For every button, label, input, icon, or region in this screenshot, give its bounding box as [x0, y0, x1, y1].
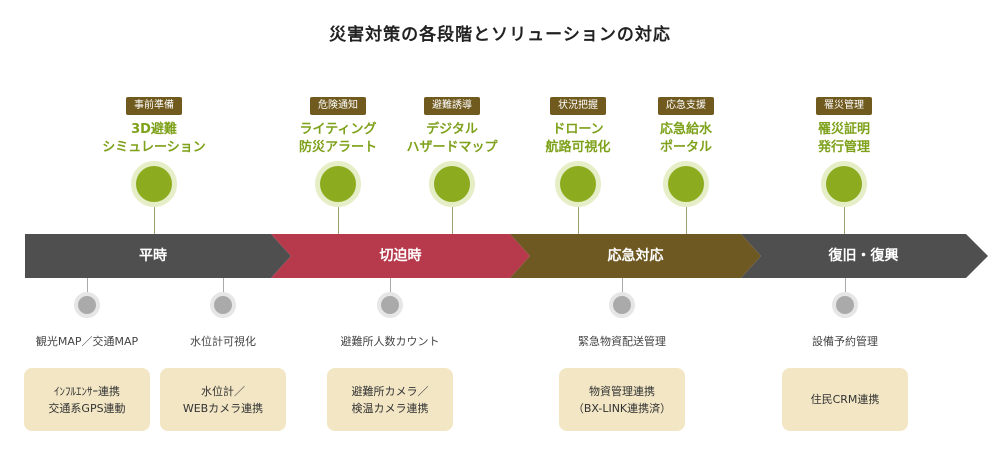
connector-line	[338, 207, 339, 234]
solution-disaster-certificate: 罹災管理 罹災証明 発行管理	[794, 97, 894, 237]
feature-node-icon	[832, 292, 858, 318]
feature-node-icon	[609, 292, 635, 318]
solution-3d-evacuation: 事前準備 3D避難 シミュレーション	[102, 97, 206, 237]
solution-lighting-alert: 危険通知 ライティング 防災アラート	[288, 97, 388, 237]
diagram-title: 災害対策の各段階とソリューションの対応	[329, 25, 671, 45]
phase-arrow-response	[510, 234, 761, 278]
connector-line	[390, 278, 391, 292]
feature-label: 避難所人数カウント	[340, 335, 440, 348]
solution-node-icon	[821, 161, 867, 207]
feature-supply-delivery: 緊急物資配送管理 物資管理連携 （BX-LINK連携済）	[542, 278, 702, 433]
phase-arrow-recovery	[741, 234, 988, 278]
solution-tag: 危険通知	[310, 97, 366, 115]
feature-integration-box: 避難所カメラ／ 検温カメラ連携	[327, 368, 453, 431]
feature-label: 設備予約管理	[812, 335, 878, 348]
phase-arrow-emergency	[271, 234, 530, 278]
phase-label-normal: 平時	[139, 248, 167, 264]
solution-hazard-map: 避難誘導 デジタル ハザードマップ	[402, 97, 502, 237]
connector-line	[223, 278, 224, 292]
phase-label-emergency: 切迫時	[379, 248, 422, 264]
feature-tourism-map: 観光MAP／交通MAP ｲﾝﾌﾙｴﾝｻｰ連携 交通系GPS連動	[7, 278, 167, 433]
feature-integration-box: 物資管理連携 （BX-LINK連携済）	[559, 368, 685, 431]
solution-title: 罹災証明 発行管理	[817, 122, 870, 155]
solution-title: デジタル ハザードマップ	[406, 122, 498, 155]
feature-node-icon	[74, 292, 100, 318]
feature-integration-box: 住民CRM連携	[782, 368, 908, 431]
phase-arrow-normal	[25, 234, 291, 278]
phase-label-recovery: 復旧・復興	[828, 248, 899, 264]
connector-line	[154, 207, 155, 234]
solution-tag: 避難誘導	[424, 97, 480, 115]
solution-node-icon	[555, 161, 601, 207]
solution-water-portal: 応急支援 応急給水 ポータル	[636, 97, 736, 237]
solution-tag: 応急支援	[658, 97, 714, 115]
solution-node-icon	[663, 161, 709, 207]
feature-integration-box: 水位計／ WEBカメラ連携	[160, 368, 286, 431]
connector-line	[452, 207, 453, 234]
connector-line	[622, 278, 623, 292]
feature-shelter-count: 避難所人数カウント 避難所カメラ／ 検温カメラ連携	[310, 278, 470, 433]
solution-title: ライティング 防災アラート	[298, 122, 377, 155]
feature-label: 水位計可視化	[190, 335, 256, 348]
solution-title: 3D避難 シミュレーション	[102, 122, 206, 155]
phase-label-response: 応急対応	[607, 248, 664, 264]
feature-node-icon	[210, 292, 236, 318]
solution-node-icon	[131, 161, 177, 207]
solution-node-icon	[429, 161, 475, 207]
connector-line	[845, 278, 846, 292]
feature-facility-booking: 設備予約管理 住民CRM連携	[765, 278, 925, 433]
feature-water-level: 水位計可視化 水位計／ WEBカメラ連携	[143, 278, 303, 433]
feature-node-icon	[377, 292, 403, 318]
solution-node-icon	[315, 161, 361, 207]
solution-tag: 罹災管理	[816, 97, 872, 115]
feature-integration-box: ｲﾝﾌﾙｴﾝｻｰ連携 交通系GPS連動	[24, 368, 150, 431]
connector-line	[686, 207, 687, 234]
solution-title: ドローン 航路可視化	[545, 122, 611, 155]
feature-label: 緊急物資配送管理	[578, 335, 666, 348]
connector-line	[844, 207, 845, 234]
feature-label: 観光MAP／交通MAP	[35, 335, 139, 348]
solution-tag: 状況把握	[550, 97, 606, 115]
solution-title: 応急給水 ポータル	[659, 122, 712, 155]
connector-line	[578, 207, 579, 234]
solution-tag: 事前準備	[126, 97, 182, 115]
connector-line	[87, 278, 88, 292]
solution-drone-route: 状況把握 ドローン 航路可視化	[528, 97, 628, 237]
